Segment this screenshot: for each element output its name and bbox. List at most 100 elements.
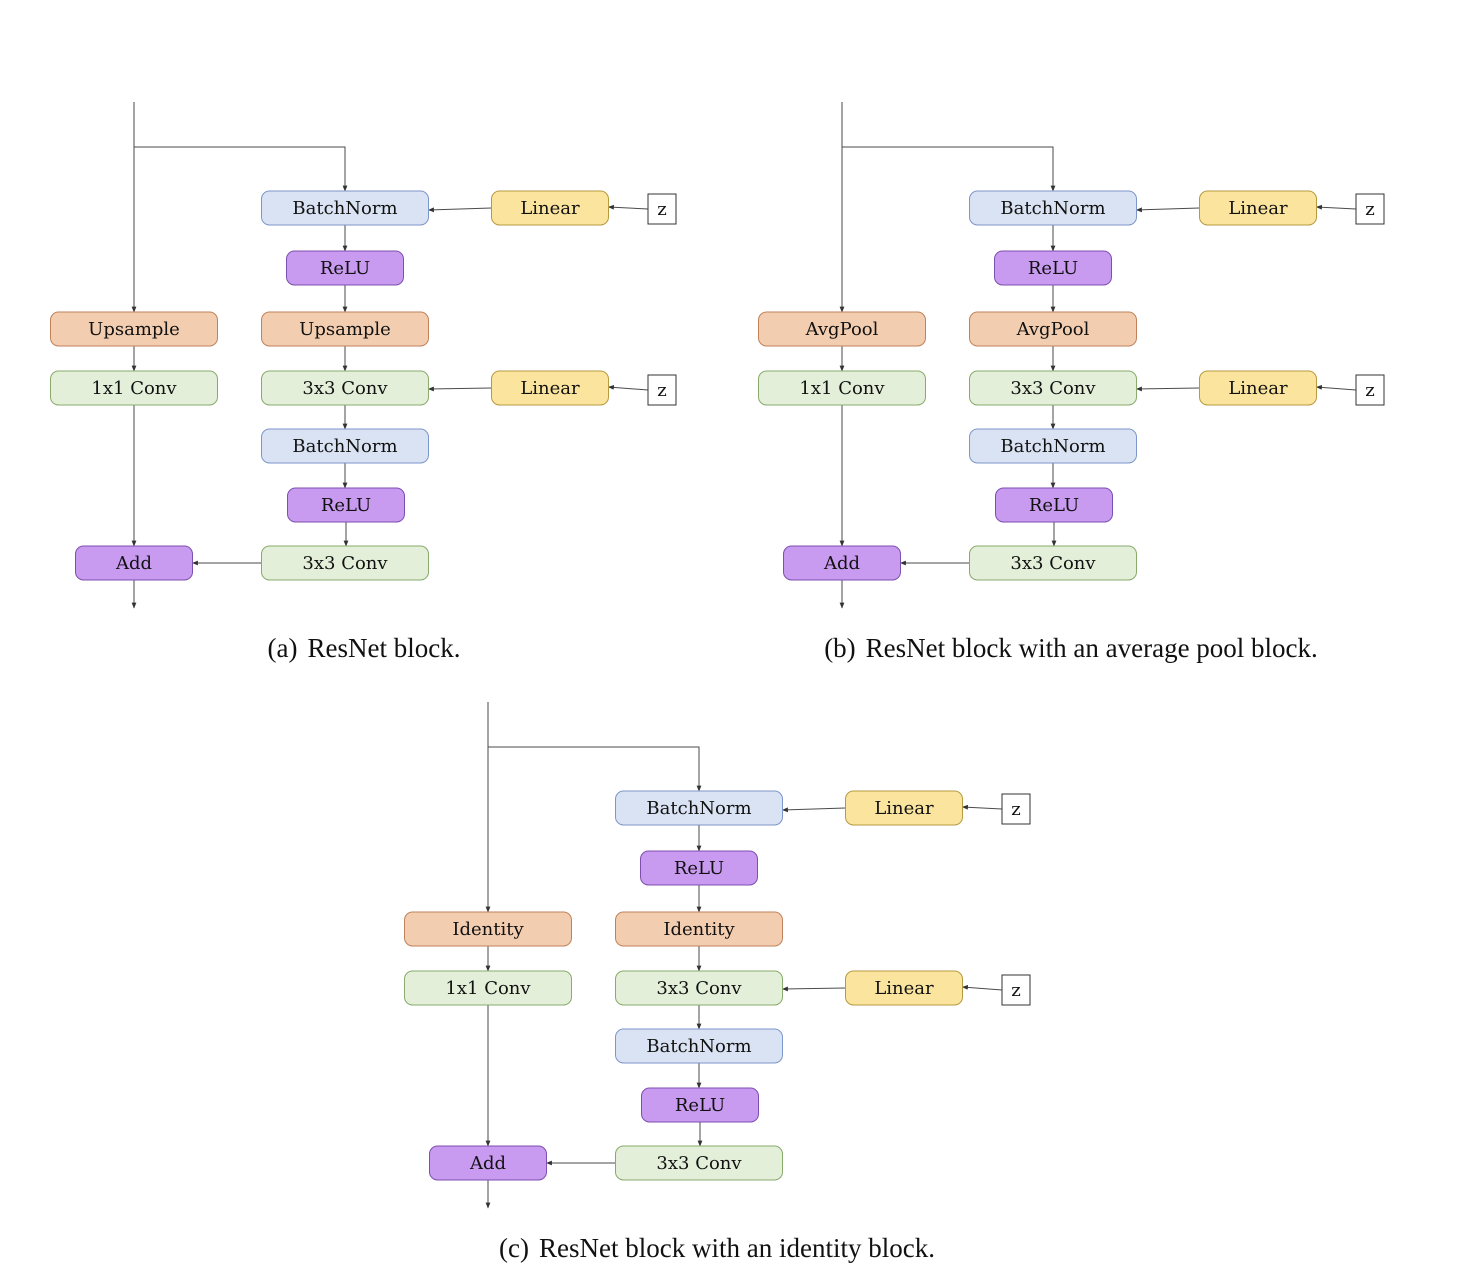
node-bn2: BatchNorm <box>615 1028 783 1064</box>
node-box <box>1199 370 1317 406</box>
node-shortcut-resample: AvgPool <box>758 311 926 347</box>
node-box <box>286 250 404 286</box>
node-box <box>845 970 963 1006</box>
node-conv1: 3x3 Conv <box>615 970 783 1006</box>
node-label: ReLU <box>321 495 371 516</box>
node-label: ReLU <box>1029 495 1079 516</box>
node-z1: z <box>1001 793 1031 825</box>
node-box <box>615 790 783 826</box>
node-label: 1x1 Conv <box>91 378 177 399</box>
node-label: Linear <box>874 798 934 819</box>
node-linear1: Linear <box>845 790 963 826</box>
node-conv2: 3x3 Conv <box>969 545 1137 581</box>
linear2-to-conv1-edge <box>781 986 846 992</box>
node-relu1: ReLU <box>994 250 1112 286</box>
node-relu2: ReLU <box>287 487 405 523</box>
node-label: 1x1 Conv <box>445 978 531 999</box>
node-box <box>491 370 609 406</box>
diagram-caption: (b)ResNet block with an average pool blo… <box>824 633 1318 663</box>
node-bn2: BatchNorm <box>261 428 429 464</box>
node-label: BatchNorm <box>646 798 751 819</box>
node-box <box>969 190 1137 226</box>
node-label: ReLU <box>320 258 370 279</box>
node-box <box>647 193 677 225</box>
node-label: BatchNorm <box>1000 198 1105 219</box>
node-label: z <box>657 380 666 401</box>
node-box <box>1355 374 1385 406</box>
node-bn2: BatchNorm <box>969 428 1137 464</box>
node-relu1: ReLU <box>286 250 404 286</box>
z2-to-linear2-edge <box>1315 385 1357 391</box>
node-bn1: BatchNorm <box>615 790 783 826</box>
node-linear2: Linear <box>1199 370 1317 406</box>
node-box <box>641 1087 759 1123</box>
linear2-to-conv1-edge <box>1135 386 1200 392</box>
node-relu1: ReLU <box>640 850 758 886</box>
node-label: 3x3 Conv <box>1010 378 1096 399</box>
linear1-to-bn1-edge <box>781 807 846 813</box>
node-add: Add <box>429 1145 547 1181</box>
node-linear2: Linear <box>491 370 609 406</box>
node-box <box>994 250 1112 286</box>
node-label: Add <box>115 553 152 574</box>
node-conv2: 3x3 Conv <box>261 545 429 581</box>
node-box <box>50 370 218 406</box>
node-label: Add <box>823 553 860 574</box>
node-label: 3x3 Conv <box>302 378 388 399</box>
input-to-batchnorm-edge <box>488 746 702 792</box>
z1-to-linear1-edge <box>1315 204 1357 210</box>
node-box <box>261 311 429 347</box>
node-label: AvgPool <box>805 319 879 340</box>
node-box <box>969 545 1137 581</box>
node-add: Add <box>75 545 193 581</box>
node-shortcut-conv: 1x1 Conv <box>758 370 926 406</box>
node-label: 3x3 Conv <box>1010 553 1096 574</box>
node-label: BatchNorm <box>292 198 397 219</box>
node-linear1: Linear <box>1199 190 1317 226</box>
node-box <box>783 545 901 581</box>
node-z2: z <box>647 374 677 406</box>
z1-to-linear1-edge <box>607 204 649 210</box>
input-to-batchnorm-edge <box>134 146 348 192</box>
node-box <box>969 370 1137 406</box>
node-box <box>1355 193 1385 225</box>
caption-tag: (c) <box>499 1233 529 1263</box>
node-conv1: 3x3 Conv <box>261 370 429 406</box>
node-label: Add <box>469 1153 506 1174</box>
node-box <box>647 374 677 406</box>
node-label: Identity <box>663 919 735 940</box>
node-box <box>1199 190 1317 226</box>
node-label: BatchNorm <box>646 1036 751 1057</box>
node-linear1: Linear <box>491 190 609 226</box>
node-label: z <box>1011 799 1020 820</box>
node-shortcut-conv: 1x1 Conv <box>404 970 572 1006</box>
node-box <box>404 970 572 1006</box>
node-conv1: 3x3 Conv <box>969 370 1137 406</box>
node-add: Add <box>783 545 901 581</box>
diagram-caption: (a)ResNet block. <box>268 633 461 663</box>
node-main-resample: AvgPool <box>969 311 1137 347</box>
node-main-resample: Identity <box>615 911 783 947</box>
node-label: 3x3 Conv <box>656 978 742 999</box>
node-label: ReLU <box>1028 258 1078 279</box>
node-label: BatchNorm <box>1000 436 1105 457</box>
node-z2: z <box>1355 374 1385 406</box>
caption-tag: (b) <box>824 633 855 663</box>
node-main-resample: Upsample <box>261 311 429 347</box>
node-label: Linear <box>520 378 580 399</box>
node-shortcut-resample: Upsample <box>50 311 218 347</box>
node-box <box>1001 974 1031 1006</box>
node-box <box>969 311 1137 347</box>
node-box <box>429 1145 547 1181</box>
node-label: Linear <box>520 198 580 219</box>
linear1-to-bn1-edge <box>427 207 492 213</box>
node-box <box>50 311 218 347</box>
node-label: z <box>1011 980 1020 1001</box>
node-label: Identity <box>452 919 524 940</box>
node-label: AvgPool <box>1016 319 1090 340</box>
node-label: Upsample <box>88 319 180 340</box>
node-linear2: Linear <box>845 970 963 1006</box>
